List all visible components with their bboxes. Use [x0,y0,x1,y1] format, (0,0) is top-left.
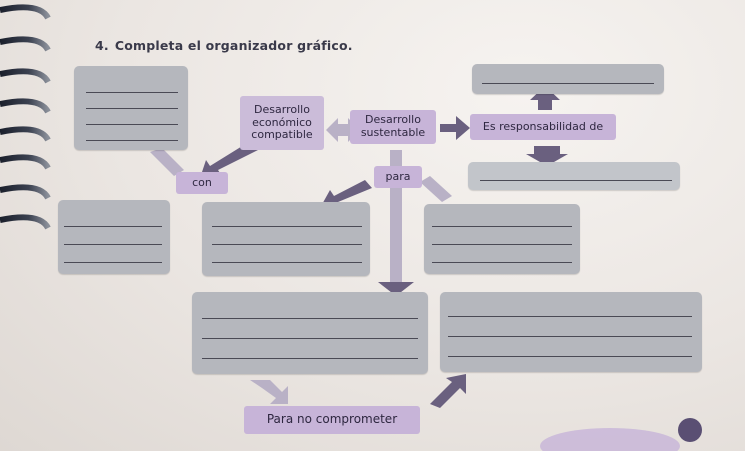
answer-line [86,92,178,93]
concept-center-line1: Desarrollo [365,113,421,127]
answer-line [212,244,362,245]
connector-para-label: para [385,169,411,183]
answer-line [64,226,162,227]
answer-box-bottom-left[interactable] [192,292,428,374]
concept-box-right: Es responsabilidad de [470,114,616,140]
concept-right-label: Es responsabilidad de [482,119,604,133]
bottom-left-arrow [250,380,288,404]
answer-line [448,316,692,317]
concept-left-line1: Desarrollo [254,103,310,117]
decorative-ball [678,418,702,442]
connector-con: con [176,172,228,194]
para-left-arrow [320,180,372,208]
center-right-arrow [440,116,470,140]
answer-line [202,318,418,319]
exercise-instruction: Completa el organizador gráfico. [114,38,353,53]
bottom-label-box: Para no comprometer [244,406,420,434]
answer-line [480,180,672,181]
concept-left-line2: económico [252,115,312,129]
connector-con-label: con [192,175,212,189]
answer-box-row2-right[interactable] [424,204,580,274]
answer-line [448,336,692,337]
answer-line [212,262,362,263]
answer-line [202,358,418,359]
answer-line [212,226,362,227]
answer-line [202,338,418,339]
para-right-arrow [420,176,452,202]
bottom-right-arrow [430,374,466,408]
bottom-label: Para no comprometer [266,412,398,427]
answer-box-row2-center[interactable] [202,202,370,276]
exercise-heading: 4. Completa el organizador gráfico. [95,38,353,53]
spiral-binding [0,4,51,230]
answer-line [86,140,178,141]
answer-box-top-right[interactable] [472,64,664,94]
answer-box-right-mid[interactable] [468,162,680,190]
answer-line [448,356,692,357]
concept-box-left: Desarrollo económico compatible [240,96,324,150]
answer-line [432,262,572,263]
answer-box-row2-left[interactable] [58,200,170,274]
exercise-number: 4. [95,38,109,53]
concept-left-line3: compatible [251,128,313,142]
answer-line [432,226,572,227]
spine-arrowhead [378,282,414,296]
up-arrow [530,86,560,110]
concept-center-line2: sustentable [360,126,426,139]
connector-para: para [374,166,422,188]
answer-line [86,108,178,109]
concept-box-center: Desarrollo sustentable [350,110,436,144]
answer-line [432,244,572,245]
diag-arrow-left-up [150,148,184,176]
answer-line [64,262,162,263]
answer-line [86,124,178,125]
answer-line [64,244,162,245]
answer-line [482,83,654,84]
down-arrow [526,146,568,166]
decorative-blob [540,428,680,451]
answer-box-bottom-right[interactable] [440,292,702,372]
